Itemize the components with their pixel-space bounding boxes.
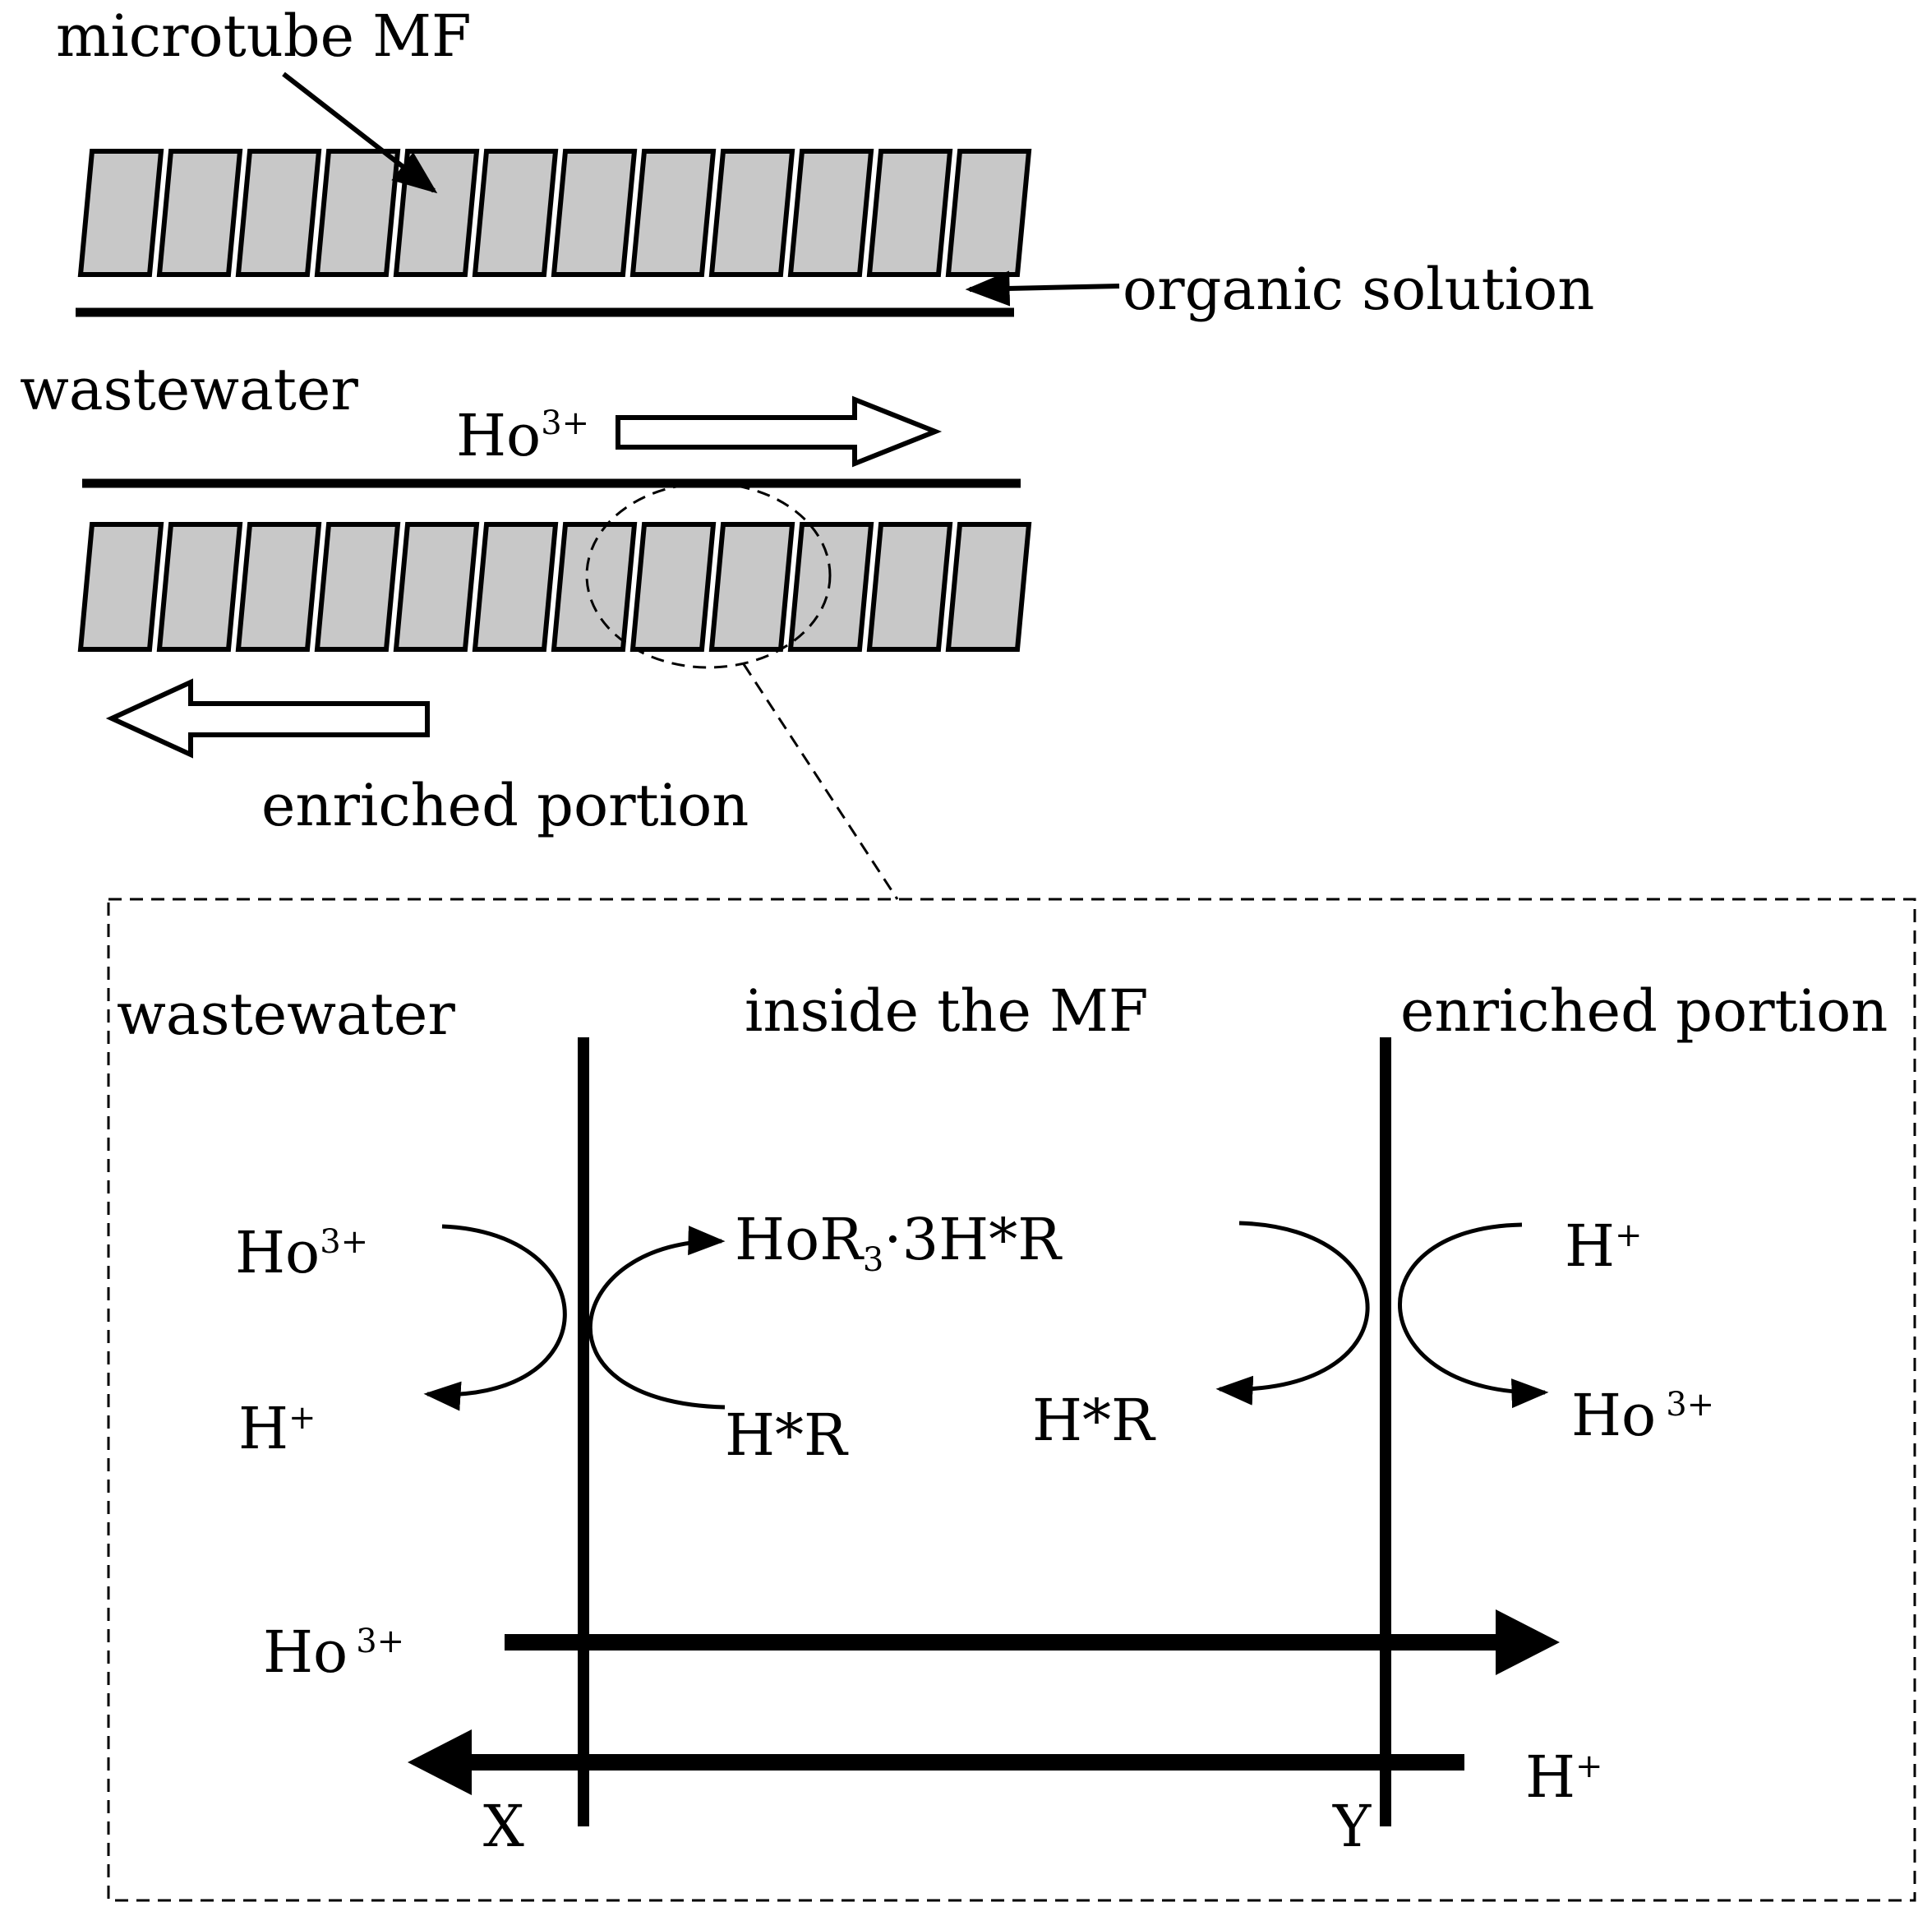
h-ion-bottom: H+ [1525, 1743, 1603, 1811]
carrier-label-right: H*R [1032, 1387, 1156, 1454]
net-ho-transport-arrow [505, 1609, 1560, 1675]
lower-pore-segment [866, 522, 953, 652]
interface-x-label: X [483, 1793, 524, 1860]
exchange-arrow-right-inner [1215, 1221, 1370, 1406]
lower-pore-segment [629, 522, 717, 652]
lower-pore-segment [551, 522, 638, 652]
enriched-flow-arrow [105, 678, 430, 759]
zone-label-inside-mf: inside the MF [745, 977, 1148, 1045]
lower-pore-segment [156, 522, 243, 652]
upper-pore-segment [235, 149, 322, 277]
net-h-transport-arrow [408, 1729, 1464, 1795]
enriched-portion-label-top: enriched portion [261, 772, 749, 839]
upper-pore-segment [77, 149, 164, 277]
exchange-arrow-left-outer [423, 1224, 567, 1411]
detail-box [107, 898, 1916, 1902]
interface-y-label: Y [1332, 1793, 1372, 1860]
complex-label: HoR3·3H*R [735, 1206, 1063, 1279]
lower-pore-segment [235, 522, 322, 652]
lower-pore-segment [708, 522, 795, 652]
zoom-callout-ellipse [585, 482, 832, 669]
upper-pore-segment [945, 149, 1032, 277]
lower-membrane-wall [77, 522, 1032, 652]
h-ion-right: H+ [1565, 1212, 1643, 1280]
lower-pore-segment [314, 522, 401, 652]
lower-pore-segment [472, 522, 559, 652]
ho-ion-left: Ho3+ [235, 1219, 368, 1286]
exchange-arrow-left-inner [588, 1226, 726, 1410]
h-ion-left: H+ [238, 1395, 316, 1462]
upper-membrane-wall [77, 149, 1032, 277]
carrier-label-left: H*R [725, 1401, 849, 1469]
feed-flow-arrow [616, 395, 943, 468]
upper-pore-segment [708, 149, 795, 277]
zone-label-enriched: enriched portion [1400, 977, 1888, 1045]
lower-pore-segment [77, 522, 164, 652]
upper-pore-segment [866, 149, 953, 277]
wastewater-label-top: wastewater [20, 356, 358, 423]
exchange-arrow-right-outer [1398, 1222, 1549, 1409]
organic-solution-pointer-arrow [965, 270, 1120, 307]
upper-pore-segment [314, 149, 401, 277]
upper-pore-segment [629, 149, 717, 277]
upper-pore-segment [156, 149, 243, 277]
microtube-label: microtube MF [56, 2, 472, 70]
organic-solution-label: organic solution [1123, 256, 1594, 323]
upper-pore-segment [787, 149, 874, 277]
lower-pore-segment [787, 522, 874, 652]
microtube-pointer-arrow [282, 72, 438, 194]
upper-pore-segment [472, 149, 559, 277]
zoom-callout-connector [742, 663, 899, 900]
lower-pore-segment [945, 522, 1032, 652]
zone-label-wastewater: wastewater [117, 981, 455, 1048]
lower-pore-segment [393, 522, 480, 652]
ho-flow-label: Ho3+ [456, 402, 589, 469]
upper-pore-segment [551, 149, 638, 277]
